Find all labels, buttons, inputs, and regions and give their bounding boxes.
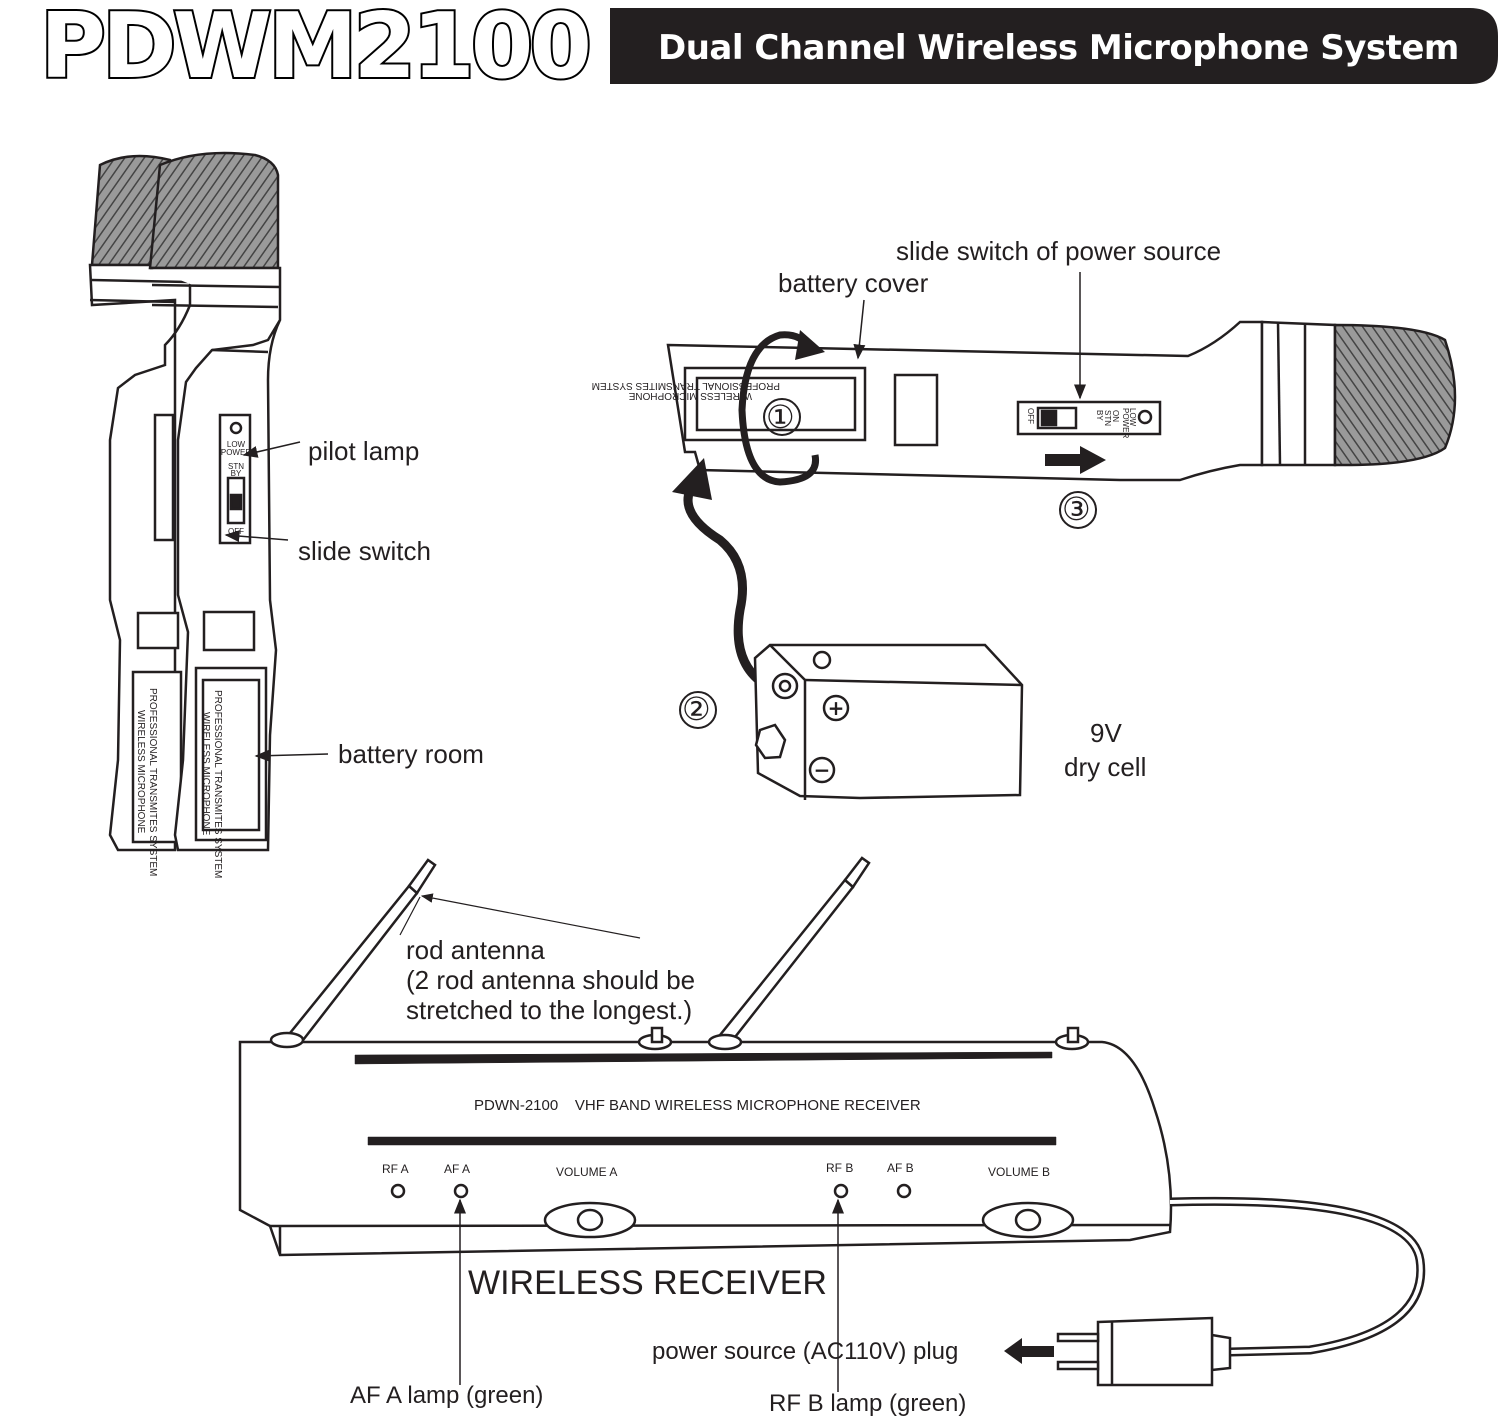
switch-label-low: LOW <box>227 440 246 449</box>
rotate-arrow-head <box>795 330 825 360</box>
mic-back-text-line1: PROFESSIONAL TRANSMITES SYSTEM <box>147 688 158 876</box>
banner-bar <box>610 8 1498 84</box>
mic-back-text-line2: WIRELESS MICROPHONE <box>135 710 146 834</box>
af-a-label: AF A <box>444 1162 470 1176</box>
slide-switch-label: slide switch <box>298 536 431 566</box>
antenna-right <box>714 878 855 1048</box>
antenna-left <box>283 884 419 1046</box>
model-title: PDWM2100 <box>38 0 594 101</box>
step2-circle <box>679 691 717 729</box>
battery-9v <box>753 643 1024 800</box>
step3-circle <box>1059 491 1097 529</box>
antenna-leader <box>420 893 641 939</box>
receiver-model-text: PDWN-2100 VHF BAND WIRELESS MICROPHONE R… <box>474 1097 921 1114</box>
step2-number: ② <box>682 691 711 727</box>
battery-type-label: dry cell <box>1064 752 1147 782</box>
side-switch-label-on: ON <box>1111 410 1120 422</box>
step1-number: ① <box>766 399 795 435</box>
slide-arrow-head <box>1080 446 1106 474</box>
battery-voltage-label: 9V <box>1090 718 1122 748</box>
battery-cover-label: battery cover <box>778 268 929 298</box>
step1-circle <box>763 398 801 436</box>
antenna-label-line2: (2 rod antenna should be <box>406 965 696 995</box>
side-body-text-line1: PROFESSIONAL TRANSMITES SYSTEM <box>592 380 780 391</box>
battery-cover-leader <box>853 299 866 360</box>
microphone-side <box>666 320 1457 482</box>
af-b-label: AF B <box>887 1161 914 1175</box>
battery-plus-sign: + <box>828 696 845 720</box>
rf-a-label: RF A <box>382 1162 409 1176</box>
plug-arrow-shaft <box>1022 1346 1054 1357</box>
volume-a-label: VOLUME A <box>556 1165 617 1179</box>
plug-arrow-head <box>1004 1338 1022 1364</box>
mic-body-text-line2: WIRELESS MICROPHONE <box>200 712 211 836</box>
rotate-arrow <box>738 331 820 486</box>
rf-b-lamp-label: RF B lamp (green) <box>769 1390 967 1417</box>
antenna-label-line1: rod antenna <box>406 935 545 965</box>
battery-room-label: battery room <box>338 739 484 769</box>
switch-label-by: BY <box>231 469 242 478</box>
power-plug-label: power source (AC110V) plug <box>652 1338 959 1365</box>
side-body-text-line2: WIRELESS MICROPHONE <box>628 390 752 401</box>
step3-number: ③ <box>1062 491 1091 527</box>
switch-label-stn: STN <box>228 462 244 471</box>
side-switch-label-by: BY <box>1095 410 1104 421</box>
receiver-title: WIRELESS RECEIVER <box>468 1264 827 1302</box>
antenna-leader-a <box>399 896 421 936</box>
af-a-lamp-label: AF A lamp (green) <box>350 1382 544 1409</box>
side-switch-label-stn: STN <box>1103 410 1112 426</box>
mic-body-text-line1: PROFESSIONAL TRANSMITES SYSTEM <box>212 690 223 878</box>
volume-b-label: VOLUME B <box>988 1165 1050 1179</box>
side-switch-label-low: LOW <box>1128 408 1137 427</box>
battery-minus-sign: − <box>814 758 831 782</box>
receiver-unit <box>238 856 1426 1387</box>
battery-room-leader <box>254 749 329 762</box>
side-switch-label-off: OFF <box>1026 408 1035 424</box>
microphone-front <box>148 151 282 852</box>
title-banner: PDWM2100 Dual Channel Wireless Microphon… <box>0 0 1500 101</box>
antenna-label-line3: stretched to the longest.) <box>406 995 693 1025</box>
side-switch-label-power: POWER <box>1121 408 1130 438</box>
rf-b-label: RF B <box>826 1161 853 1175</box>
pilot-lamp-label: pilot lamp <box>308 436 420 466</box>
pilot-lamp-leader <box>242 441 301 458</box>
insert-arrow <box>683 488 777 695</box>
switch-label-power: POWER <box>221 448 251 457</box>
slide-arrow-shaft <box>1045 454 1080 466</box>
power-switch-label: slide switch of power source <box>896 236 1222 266</box>
banner-subtitle: Dual Channel Wireless Microphone System <box>658 28 1459 68</box>
slide-switch-leader <box>224 530 289 543</box>
insert-arrow-head <box>672 458 712 500</box>
